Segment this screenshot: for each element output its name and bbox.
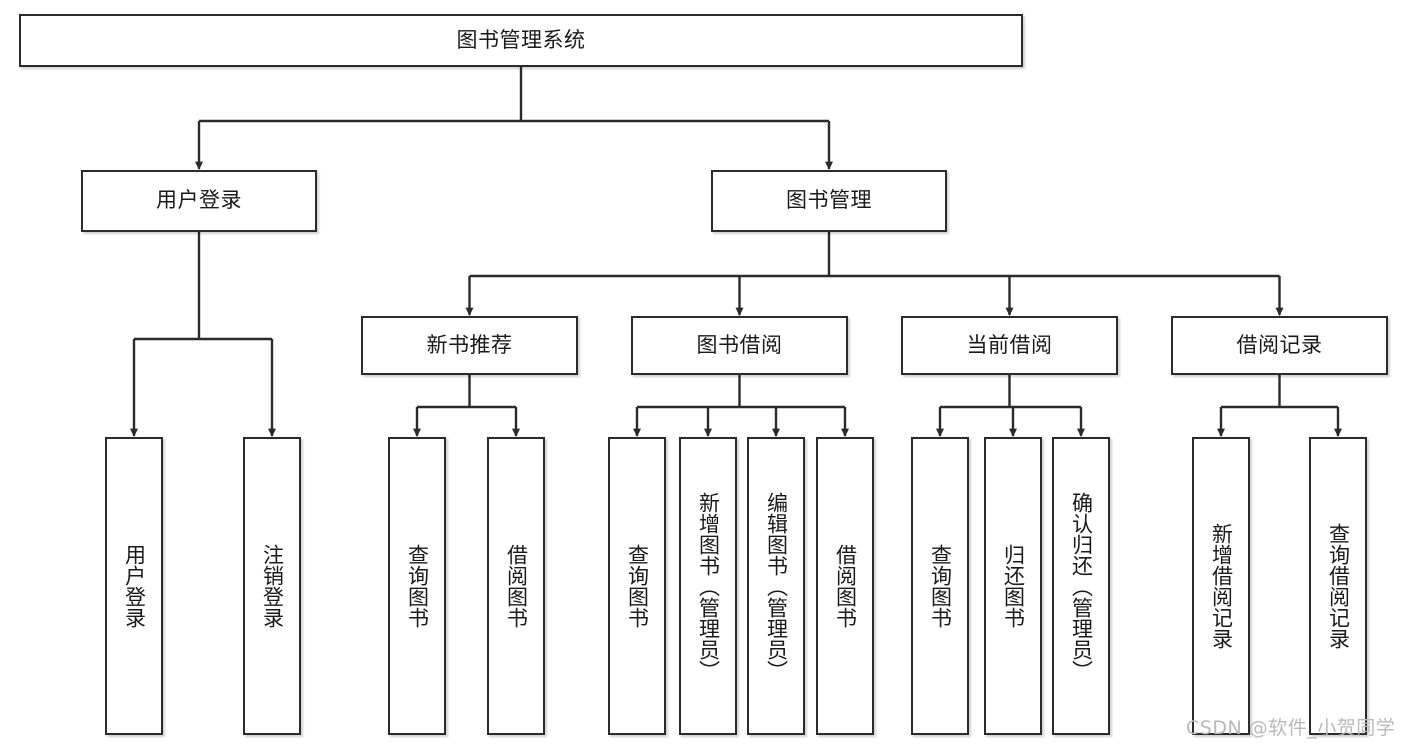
- node-leaf-borrow-book-1[interactable]: 借阅图书: [487, 437, 545, 735]
- node-leaf-query-book-2[interactable]: 查询图书: [608, 437, 666, 735]
- node-leaf-borrow-book-2[interactable]: 借阅图书: [816, 437, 874, 735]
- node-leaf-add-book[interactable]: 新增图书（管理员）: [679, 437, 737, 735]
- node-leaf-query-book-3[interactable]: 查询图书: [911, 437, 969, 735]
- node-leaf-query-borrow-record[interactable]: 查询借阅记录: [1309, 437, 1367, 735]
- node-leaf-edit-book[interactable]: 编辑图书（管理员）: [747, 437, 805, 735]
- node-label: 注销登录: [260, 544, 285, 628]
- node-label: 确认归还（管理员）: [1069, 491, 1094, 681]
- node-label: 用户登录: [156, 188, 242, 213]
- node-new-book-recommend[interactable]: 新书推荐: [361, 316, 578, 375]
- node-borrow-record[interactable]: 借阅记录: [1171, 316, 1388, 375]
- node-label: 图书管理: [786, 188, 872, 213]
- node-label: 查询借阅记录: [1326, 523, 1351, 649]
- node-label: 查询图书: [928, 544, 953, 628]
- node-label: 编辑图书（管理员）: [764, 491, 789, 681]
- node-label: 新增图书（管理员）: [696, 491, 721, 681]
- watermark-text: CSDN @软件_小贺同学: [1186, 717, 1396, 739]
- node-current-borrow[interactable]: 当前借阅: [901, 316, 1118, 375]
- node-leaf-user-login[interactable]: 用户登录: [105, 437, 163, 735]
- node-label: 图书借阅: [696, 332, 783, 357]
- node-label: 借阅图书: [833, 544, 858, 628]
- node-root[interactable]: 图书管理系统: [19, 14, 1023, 67]
- node-label: 当前借阅: [966, 332, 1053, 357]
- node-label: 借阅记录: [1236, 332, 1323, 357]
- node-book-borrow[interactable]: 图书借阅: [631, 316, 848, 375]
- node-leaf-add-borrow-record[interactable]: 新增借阅记录: [1192, 437, 1250, 735]
- node-label: 查询图书: [625, 544, 650, 628]
- node-label: 查询图书: [405, 544, 430, 628]
- node-leaf-query-book-1[interactable]: 查询图书: [388, 437, 446, 735]
- node-label: 新增借阅记录: [1209, 523, 1234, 649]
- node-leaf-confirm-return[interactable]: 确认归还（管理员）: [1052, 437, 1110, 735]
- node-label: 用户登录: [122, 544, 147, 628]
- node-user-login[interactable]: 用户登录: [81, 170, 317, 232]
- node-label: 图书管理系统: [456, 27, 586, 52]
- node-leaf-user-logout[interactable]: 注销登录: [243, 437, 301, 735]
- node-label: 归还图书: [1001, 544, 1026, 628]
- node-book-manage[interactable]: 图书管理: [711, 170, 947, 232]
- node-leaf-return-book[interactable]: 归还图书: [984, 437, 1042, 735]
- node-label: 新书推荐: [426, 332, 513, 357]
- node-label: 借阅图书: [504, 544, 529, 628]
